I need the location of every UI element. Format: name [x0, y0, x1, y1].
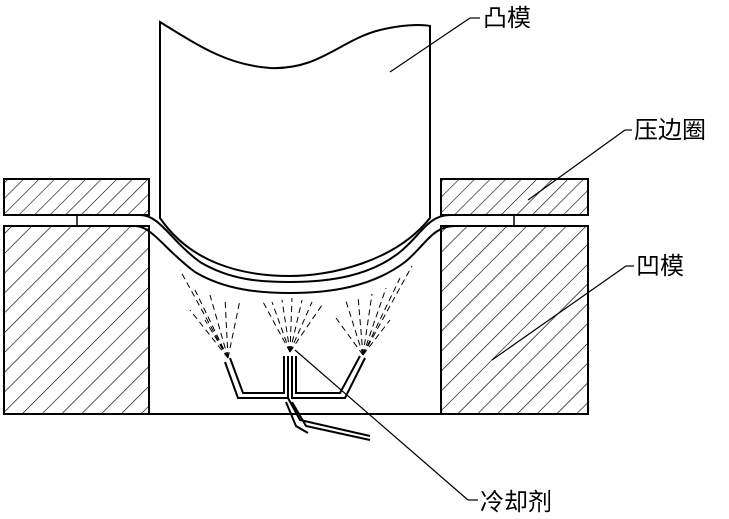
label-coolant: 冷却剂	[480, 488, 552, 516]
die-leader	[491, 265, 627, 361]
leader-lines	[294, 17, 634, 501]
blank-holder-right	[440, 178, 589, 216]
die-right-block	[440, 225, 589, 415]
label-punch: 凸模	[483, 4, 531, 32]
die-left-block	[3, 225, 150, 415]
label-die: 凹模	[636, 252, 684, 280]
sheet-blank-upper	[4, 214, 588, 284]
coolant-leader	[294, 349, 469, 501]
sheet-blank-lower	[4, 225, 588, 295]
blank-holder-left	[3, 178, 150, 216]
coolant-pipes	[224, 355, 371, 441]
coolant-spray	[179, 265, 413, 359]
blank-holder-leader	[527, 129, 626, 201]
punch-leader	[389, 17, 471, 73]
label-blank-holder: 压边圈	[634, 116, 706, 144]
punch	[159, 20, 431, 278]
